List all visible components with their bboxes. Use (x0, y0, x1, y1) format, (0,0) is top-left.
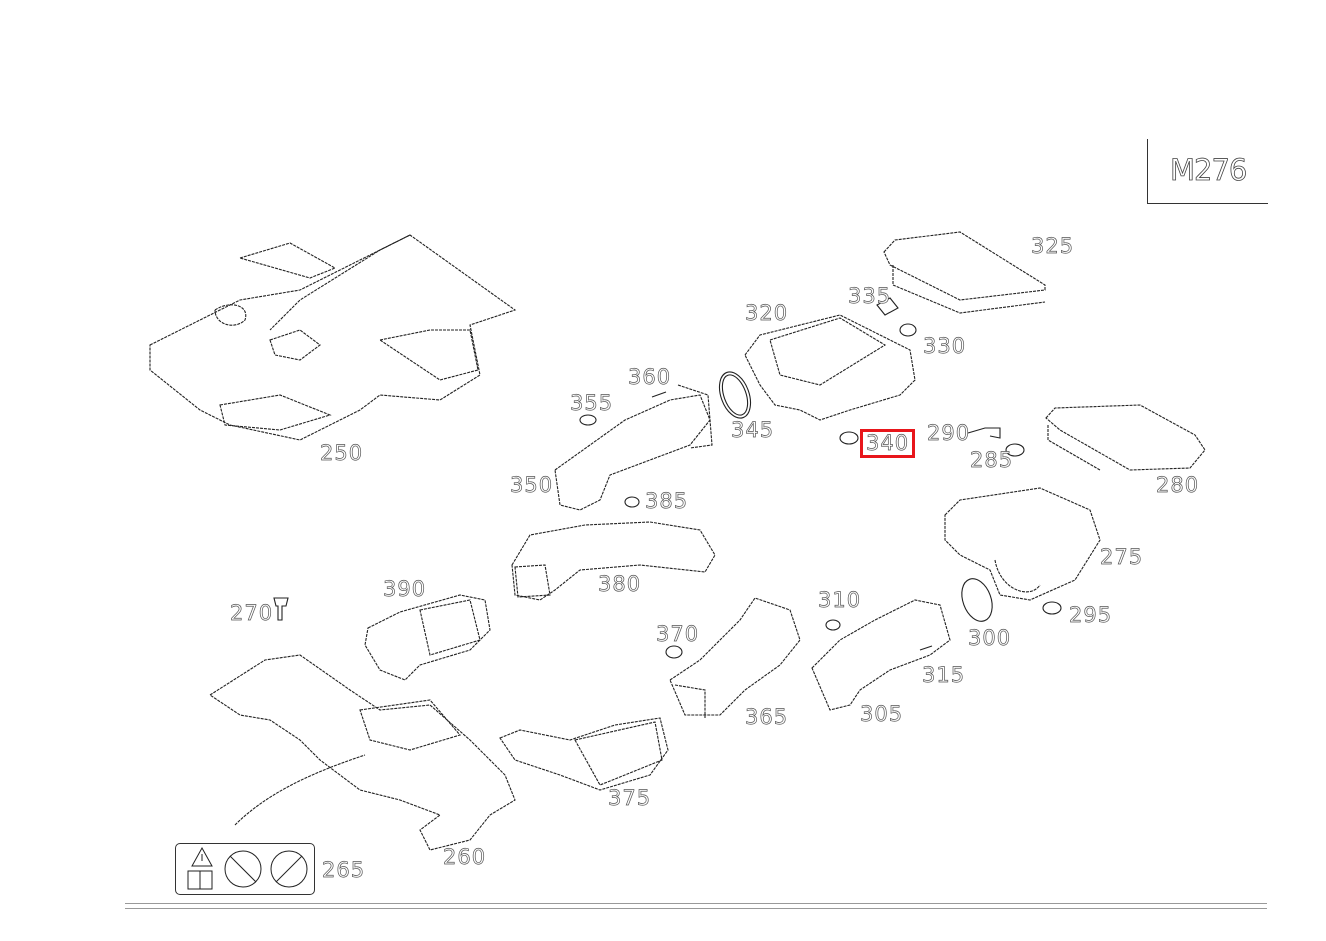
part-385-clip[interactable] (624, 496, 640, 508)
part-285-grommet[interactable] (1005, 443, 1025, 457)
manual-book-icon (187, 870, 213, 890)
footer-divider (125, 903, 1267, 909)
part-310-clip[interactable] (825, 619, 841, 631)
callout-340-highlighted[interactable]: 340 (860, 429, 916, 458)
engine-code-box: M276 (1147, 139, 1268, 204)
callout-320[interactable]: 320 (745, 301, 789, 325)
part-370-grommet[interactable] (665, 645, 683, 659)
callout-285[interactable]: 285 (970, 448, 1014, 472)
part-365-air-duct[interactable] (669, 597, 801, 718)
callout-335[interactable]: 335 (848, 284, 892, 308)
part-315-screw[interactable] (919, 645, 933, 651)
callout-385[interactable]: 385 (645, 489, 689, 513)
part-320-filter-housing[interactable] (744, 314, 916, 421)
part-275-filter-housing[interactable] (944, 487, 1101, 601)
callout-295[interactable]: 295 (1069, 603, 1113, 627)
callout-270[interactable]: 270 (230, 601, 274, 625)
part-380-air-duct[interactable] (511, 521, 716, 601)
warning-triangle-icon (191, 846, 213, 867)
callout-250[interactable]: 250 (320, 441, 364, 465)
engine-code: M276 (1170, 153, 1248, 188)
part-260-lower-duct[interactable] (208, 654, 516, 851)
callout-365[interactable]: 365 (745, 705, 789, 729)
callout-380[interactable]: 380 (598, 572, 642, 596)
no-fire-icon (224, 850, 262, 888)
callout-370[interactable]: 370 (656, 622, 700, 646)
part-325-air-filter[interactable] (883, 231, 1046, 314)
callout-315[interactable]: 315 (922, 663, 966, 687)
part-340-grommet[interactable] (839, 431, 859, 445)
callout-350[interactable]: 350 (510, 473, 554, 497)
callout-290[interactable]: 290 (927, 421, 971, 445)
callout-280[interactable]: 280 (1156, 473, 1200, 497)
callout-325[interactable]: 325 (1031, 234, 1075, 258)
callout-330[interactable]: 330 (923, 334, 967, 358)
part-345-seal-ring[interactable] (714, 368, 757, 423)
callout-305[interactable]: 305 (860, 702, 904, 726)
callout-375[interactable]: 375 (608, 786, 652, 810)
part-335-sensor[interactable] (876, 297, 899, 316)
no-smoking-icon (270, 850, 308, 888)
part-375-hose[interactable] (499, 717, 669, 791)
part-265-warning-label[interactable] (175, 843, 315, 895)
part-390-intake-hose[interactable] (364, 594, 491, 681)
callout-310[interactable]: 310 (818, 588, 862, 612)
part-355-grommet[interactable] (579, 414, 597, 426)
callout-275[interactable]: 275 (1100, 545, 1144, 569)
callout-265[interactable]: 265 (322, 858, 366, 882)
part-295-grommet[interactable] (1042, 601, 1062, 615)
callout-360[interactable]: 360 (628, 365, 672, 389)
part-330-grommet[interactable] (899, 323, 917, 337)
part-280-air-filter[interactable] (1045, 404, 1206, 471)
part-270-clip[interactable] (273, 597, 289, 621)
callout-260[interactable]: 260 (443, 845, 487, 869)
callout-300[interactable]: 300 (968, 626, 1012, 650)
part-290-bracket[interactable] (967, 427, 1001, 439)
callout-345[interactable]: 345 (731, 418, 775, 442)
part-350-intake-pipe[interactable] (554, 384, 713, 511)
part-305-intake-pipe[interactable] (811, 599, 951, 711)
part-360-screw[interactable] (651, 391, 667, 398)
callout-390[interactable]: 390 (383, 577, 427, 601)
callout-355[interactable]: 355 (570, 391, 614, 415)
part-300-seal-ring[interactable] (956, 575, 997, 626)
part-250-engine-cover[interactable] (149, 234, 517, 441)
